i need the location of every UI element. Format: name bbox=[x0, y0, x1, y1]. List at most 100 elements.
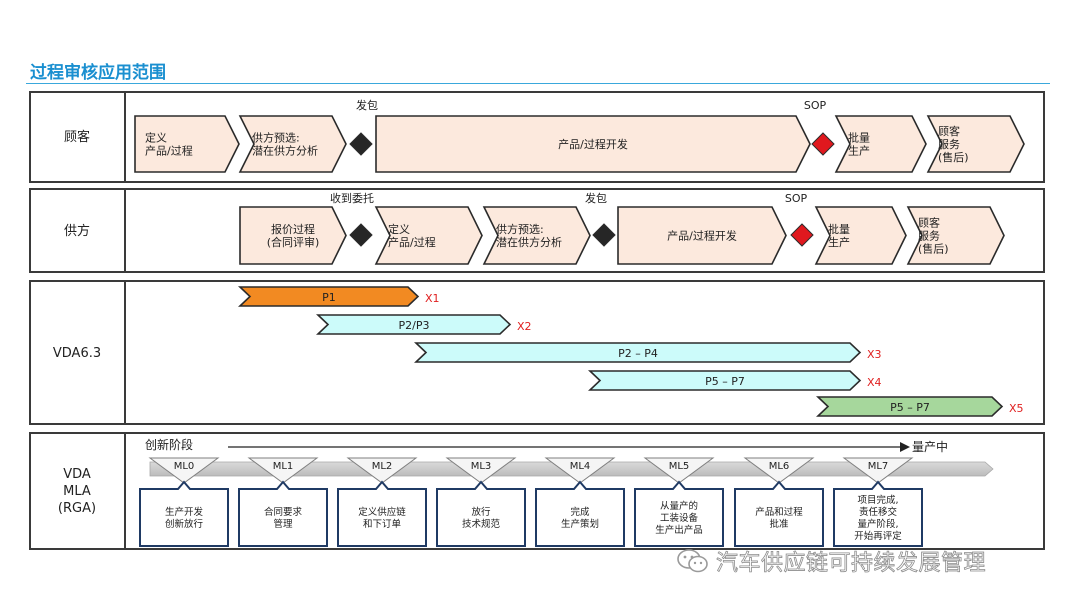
mla-level-desc-6: 产品和过程 bbox=[755, 506, 803, 518]
mla-level-box-0 bbox=[139, 480, 229, 547]
vda63-bar-5 bbox=[815, 396, 1004, 417]
customer-step-2-label: 潜在供方分析 bbox=[252, 144, 318, 158]
supplier-step-6-label: 服务 bbox=[918, 230, 940, 243]
page-title: 过程审核应用范围 bbox=[30, 63, 166, 83]
mla-level-marker-5 bbox=[643, 457, 715, 484]
title-underline bbox=[26, 83, 1050, 84]
mla-level-desc-7: 责任移交 bbox=[859, 506, 898, 518]
supplier-step-3-label: 潜在供方分析 bbox=[496, 235, 562, 249]
supplier-step-3 bbox=[482, 206, 591, 265]
mla-level-label-4: ML4 bbox=[570, 461, 591, 472]
vda63-bar-2 bbox=[315, 314, 512, 335]
mla-level-desc-4: 生产策划 bbox=[561, 518, 599, 530]
mla-level-box-2 bbox=[337, 480, 427, 547]
lane-label-supplier: 供方 bbox=[64, 223, 90, 239]
supplier-step-1-label: (合同评审) bbox=[267, 235, 320, 249]
mla-end-label: 量产中 bbox=[912, 439, 948, 454]
supplier-step-6-label: (售后) bbox=[918, 242, 949, 256]
mla-level-desc-7: 开始再评定 bbox=[854, 530, 902, 542]
vda63-x-marker-2: X2 bbox=[517, 320, 532, 333]
supplier-milestone-label-3: SOP bbox=[785, 192, 808, 205]
mla-level-desc-4: 完成 bbox=[570, 506, 590, 518]
mla-level-desc-0: 生产开发 bbox=[165, 506, 204, 518]
lane-label-customer: 顾客 bbox=[64, 129, 90, 145]
customer-step-1-label: 定义 bbox=[145, 131, 167, 145]
supplier-step-4 bbox=[617, 206, 787, 265]
lane-label-vda-mla-line1: VDA bbox=[63, 467, 91, 482]
supplier-process-row: 报价过程(合同评审)定义产品/过程供方预选:潜在供方分析产品/过程开发批量生产顾… bbox=[239, 191, 1005, 265]
mla-start-label: 创新阶段 bbox=[145, 437, 193, 452]
supplier-step-6 bbox=[906, 206, 1005, 265]
mla-level-desc-1: 管理 bbox=[273, 518, 293, 530]
customer-milestone-diamond-1 bbox=[349, 132, 373, 156]
customer-step-2 bbox=[238, 115, 347, 173]
mla-level-marker-1 bbox=[247, 457, 319, 484]
vda63-x-marker-5: X5 bbox=[1009, 402, 1024, 415]
mla-level-desc-5: 工装设备 bbox=[660, 512, 699, 524]
supplier-milestone-diamond-3 bbox=[790, 223, 814, 247]
supplier-step-5 bbox=[814, 206, 907, 265]
mla-level-marker-0 bbox=[148, 457, 220, 484]
mla-level-label-0: ML0 bbox=[174, 461, 195, 472]
customer-step-4-label: 批量 bbox=[848, 131, 870, 145]
mla-timeline-arrowhead bbox=[900, 442, 910, 452]
mla-level-marker-2 bbox=[346, 457, 418, 484]
vda63-x-marker-1: X1 bbox=[425, 292, 440, 305]
mla-level-label-3: ML3 bbox=[471, 461, 492, 472]
mla-level-label-7: ML7 bbox=[868, 461, 889, 472]
customer-step-5-label: 顾客 bbox=[938, 124, 960, 138]
supplier-milestone-label-1: 收到委托 bbox=[330, 191, 374, 205]
customer-step-1-label: 产品/过程 bbox=[145, 144, 193, 158]
customer-milestone-label-1: 发包 bbox=[356, 98, 378, 112]
mla-level-label-1: ML1 bbox=[273, 461, 294, 472]
supplier-milestone-diamond-2 bbox=[592, 223, 616, 247]
customer-step-4-label: 生产 bbox=[848, 144, 870, 158]
mla-level-desc-7: 量产阶段, bbox=[857, 518, 898, 530]
mla-level-desc-1: 合同要求 bbox=[264, 506, 303, 518]
mla-level-desc-5: 生产出产品 bbox=[655, 524, 703, 536]
supplier-step-3-label: 供方预选: bbox=[496, 222, 544, 236]
supplier-step-2-label: 定义 bbox=[388, 222, 410, 236]
lane-label-vda-mla-line3: (RGA) bbox=[58, 501, 96, 516]
customer-step-3-label: 产品/过程开发 bbox=[558, 137, 628, 151]
mla-maturity-levels: 创新阶段量产中ML0生产开发创新放行ML1合同要求管理ML2定义供应链和下订单M… bbox=[139, 437, 994, 547]
mla-level-box-5 bbox=[634, 480, 724, 547]
mla-level-label-5: ML5 bbox=[669, 461, 690, 472]
mla-level-label-6: ML6 bbox=[769, 461, 790, 472]
customer-step-5-label: 服务 bbox=[938, 138, 960, 151]
mla-level-marker-7 bbox=[842, 457, 914, 484]
lane-label-vda63: VDA6.3 bbox=[53, 346, 101, 361]
vda63-bar-label-2: P2/P3 bbox=[399, 319, 430, 332]
mla-level-box-6 bbox=[734, 480, 824, 547]
vda63-bar-1 bbox=[237, 286, 420, 307]
mla-level-box-3 bbox=[436, 480, 526, 547]
vda63-x-marker-4: X4 bbox=[867, 376, 882, 389]
supplier-step-1-label: 报价过程 bbox=[271, 222, 315, 236]
mla-level-desc-0: 创新放行 bbox=[165, 518, 204, 530]
mla-level-desc-2: 定义供应链 bbox=[358, 506, 406, 518]
mla-level-desc-3: 放行 bbox=[471, 506, 491, 518]
vda63-bar-3 bbox=[413, 342, 862, 363]
mla-level-marker-3 bbox=[445, 457, 517, 484]
vda63-bar-label-1: P1 bbox=[322, 291, 336, 304]
supplier-milestone-label-2: 发包 bbox=[585, 191, 607, 205]
customer-step-1 bbox=[134, 115, 240, 173]
mla-level-box-1 bbox=[238, 480, 328, 547]
mla-level-marker-4 bbox=[544, 457, 616, 484]
supplier-milestone-diamond-1 bbox=[349, 223, 373, 247]
mla-level-marker-6 bbox=[743, 457, 815, 484]
customer-step-2-label: 供方预选: bbox=[252, 131, 300, 145]
supplier-step-1 bbox=[239, 206, 347, 265]
customer-milestone-label-2: SOP bbox=[804, 99, 827, 112]
vda63-bar-label-5: P5 – P7 bbox=[890, 401, 930, 414]
supplier-step-2-label: 产品/过程 bbox=[388, 235, 436, 249]
customer-step-4 bbox=[834, 115, 927, 173]
mla-level-desc-7: 项目完成, bbox=[857, 494, 898, 506]
wechat-icon bbox=[677, 549, 708, 573]
vda63-bar-label-3: P2 – P4 bbox=[618, 347, 658, 360]
mla-level-label-2: ML2 bbox=[372, 461, 393, 472]
lane-label-vda-mla-line2: MLA bbox=[63, 484, 91, 499]
